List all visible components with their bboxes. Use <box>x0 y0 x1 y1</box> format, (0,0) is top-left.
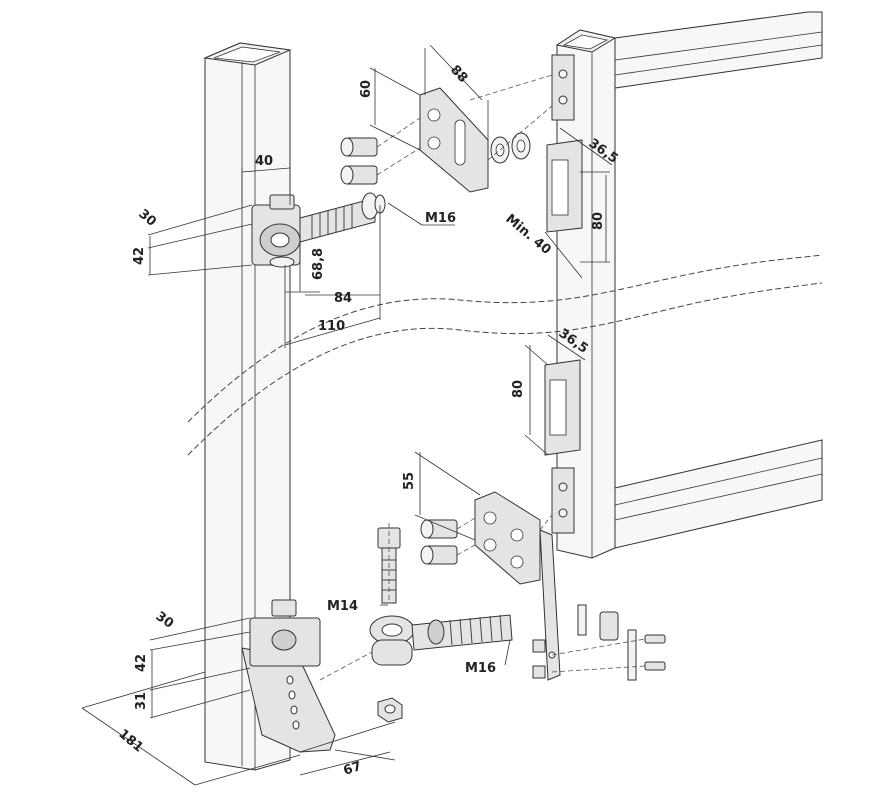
top-mounting-plate <box>419 87 489 193</box>
alignment-lines <box>319 74 646 681</box>
dim-bottom-left-42: 42 <box>134 654 149 672</box>
gate-bottom-lug <box>544 359 581 456</box>
dimension-lines <box>81 44 613 786</box>
dim-top-hinge-offset: 40 <box>255 154 273 169</box>
dim-bottom-67: 67 <box>342 759 364 779</box>
bottom-eye-bolt <box>369 614 513 666</box>
gate-frame <box>555 11 823 559</box>
dim-bottom-left-30: 30 <box>153 609 176 632</box>
dim-top-110: 110 <box>318 319 345 334</box>
callout-leaders <box>380 202 511 666</box>
dim-gate-top-80: 80 <box>591 212 606 230</box>
dim-top-84: 84 <box>334 291 352 306</box>
bottom-nut <box>377 697 403 723</box>
dim-bottom-181: 181 <box>115 727 145 756</box>
break-lines <box>187 254 823 456</box>
gate-top-bracket <box>551 54 575 121</box>
dim-gate-bottom-80: 80 <box>511 380 526 398</box>
gate-bottom-bracket <box>551 467 575 534</box>
dim-top-left-30: 30 <box>135 207 159 230</box>
gate-top-lug <box>546 139 583 233</box>
bottom-hinge <box>241 599 336 753</box>
top-hinge <box>251 192 386 268</box>
callout-bottom-m14: M14 <box>327 599 358 614</box>
dim-bottom-plate-55: 55 <box>402 472 417 490</box>
dim-top-plate-height: 60 <box>359 80 374 98</box>
dim-gate-min-40: Min. 40 <box>502 212 553 258</box>
bottom-mounting-plate <box>474 491 561 681</box>
dim-bottom-left-31: 31 <box>134 692 149 710</box>
callout-bottom-m16: M16 <box>465 661 496 676</box>
bottom-small-hardware <box>532 604 666 681</box>
bottom-screws <box>420 519 458 565</box>
dim-top-68-8: 68,8 <box>311 248 326 280</box>
dim-top-left-42: 42 <box>132 247 147 265</box>
dim-top-plate-width: 88 <box>447 62 470 85</box>
top-washer <box>490 132 531 164</box>
bolt-callouts: M16 M14 M16 <box>327 211 496 676</box>
callout-top-m16: M16 <box>425 211 456 226</box>
top-screws <box>340 137 378 185</box>
